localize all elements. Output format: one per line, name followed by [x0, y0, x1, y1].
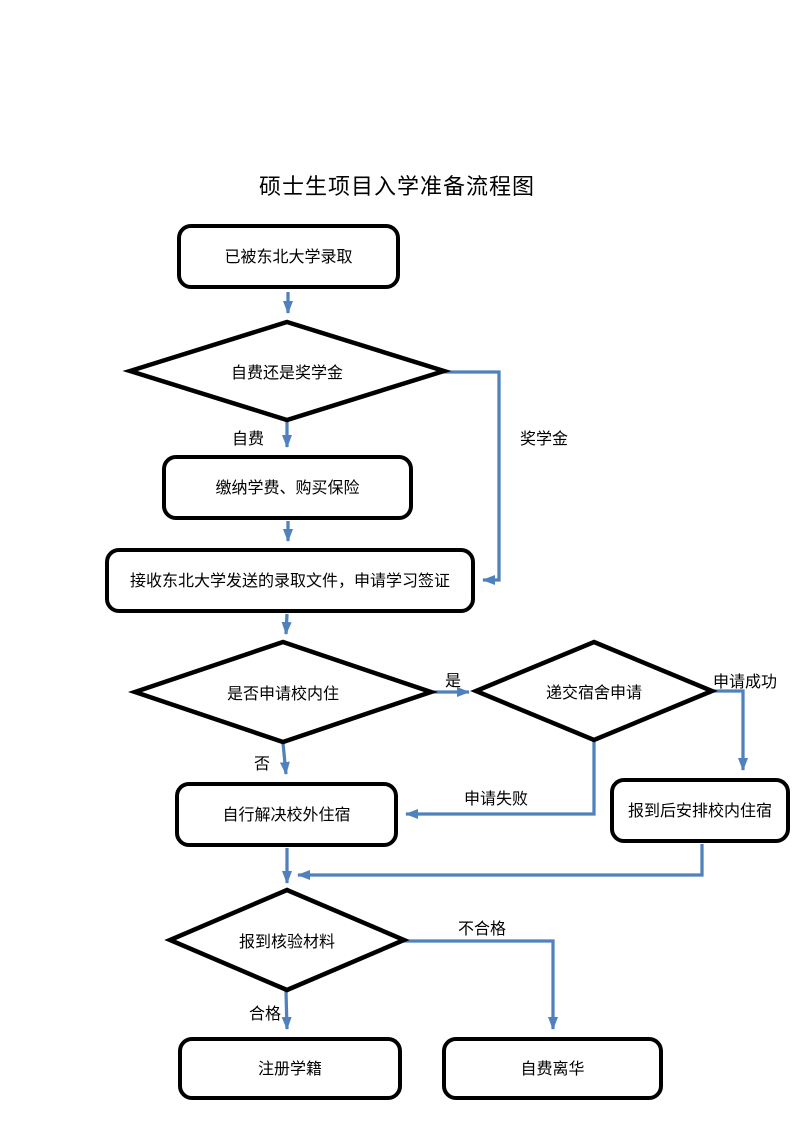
decision-material-check-shape — [164, 887, 410, 993]
decision-housing-label: 是否申请校内住 — [226, 684, 340, 703]
edge-label-yes: 是 — [444, 671, 462, 690]
node-leave-china: 自费离华 — [442, 1037, 663, 1100]
decision-funding-label: 自费还是奖学金 — [230, 363, 344, 382]
edge-check-qualified-to-register — [281, 990, 292, 1030]
decision-dorm-application-shape — [470, 639, 718, 743]
edge-scholarship-to-receive — [444, 370, 501, 585]
node-start: 已被东北大学录取 — [177, 224, 400, 289]
node-oncampus-housing: 报到后安排校内住宿 — [610, 778, 790, 843]
edge-label-apply-fail: 申请失败 — [463, 789, 529, 808]
decision-material-check-label: 报到核验材料 — [238, 932, 336, 951]
node-offcampus-housing: 自行解决校外住宿 — [175, 782, 398, 847]
node-register: 注册学籍 — [178, 1037, 402, 1100]
edge-label-qualified: 合格 — [248, 1004, 282, 1023]
edge-dorm-fail-to-offcampus — [405, 741, 596, 819]
page-title: 硕士生项目入学准备流程图 — [258, 175, 536, 200]
node-receive-docs-label: 接收东北大学发送的录取文件，申请学习签证 — [129, 570, 450, 590]
edge-oncampus-to-check — [297, 844, 704, 880]
edge-receive-to-housing — [281, 613, 292, 635]
decision-housing-shape — [127, 639, 439, 745]
node-pay-tuition: 缴纳学费、购买保险 — [162, 455, 413, 520]
edge-label-apply-success: 申请成功 — [712, 672, 778, 691]
node-offcampus-housing-label: 自行解决校外住宿 — [222, 804, 351, 824]
edge-label-no: 否 — [253, 754, 271, 773]
node-receive-docs: 接收东北大学发送的录取文件，申请学习签证 — [105, 548, 475, 613]
edge-housing-no-to-offcampus — [279, 742, 290, 775]
edge-dorm-success-to-oncampus — [713, 689, 748, 771]
node-leave-china-label: 自费离华 — [520, 1058, 585, 1078]
node-pay-tuition-label: 缴纳学费、购买保险 — [215, 477, 360, 497]
node-start-label: 已被东北大学录取 — [224, 246, 353, 266]
node-oncampus-housing-label: 报到后安排校内住宿 — [627, 800, 772, 820]
edge-label-self-funded: 自费 — [231, 429, 265, 448]
decision-funding-shape — [122, 319, 452, 423]
edge-label-scholarship: 奖学金 — [519, 429, 569, 448]
edge-label-not-qualified: 不合格 — [457, 919, 507, 938]
edge-check-unqualified-to-leave — [404, 939, 558, 1030]
decision-dorm-application-label: 递交宿舍申请 — [545, 683, 643, 702]
node-register-label: 注册学籍 — [257, 1058, 322, 1078]
